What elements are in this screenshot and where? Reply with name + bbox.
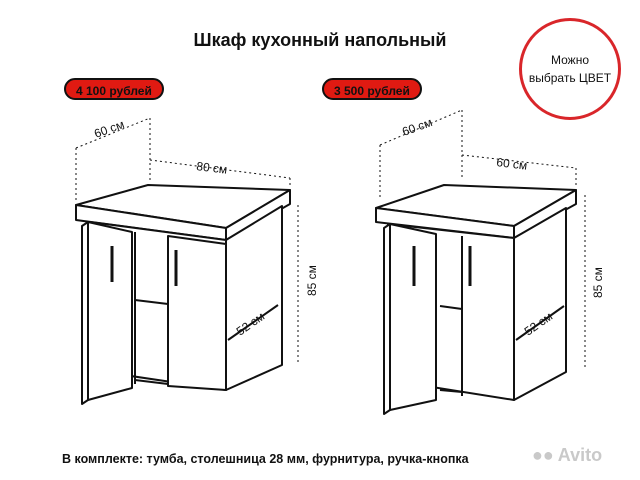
badge-line2: выбрать ЦВЕТ	[528, 71, 612, 85]
page-title: Шкаф кухонный напольный	[193, 30, 447, 50]
badge-line1: Можно	[551, 53, 589, 67]
left-height-label: 85 см	[305, 265, 319, 296]
left-depth-label: 60 см	[92, 117, 126, 141]
price-tag-left: 4 100 рублей	[64, 78, 164, 100]
left-width-label: 80 см	[196, 159, 228, 177]
price-tag-right: 3 500 рублей	[322, 78, 422, 100]
avito-watermark: ●● Avito	[532, 440, 632, 470]
right-width-label: 60 см	[496, 155, 528, 173]
avito-logo-icon: ●●	[532, 444, 554, 465]
left-cabinet-drawing	[75, 184, 291, 405]
right-cabinet-drawing	[375, 184, 577, 415]
footer-text: В комплекте: тумба, столешница 28 мм, фу…	[62, 452, 469, 466]
right-depth-label: 60 см	[400, 115, 434, 139]
color-choice-badge: Можно выбрать ЦВЕТ	[519, 18, 621, 120]
watermark-text: Avito	[557, 444, 603, 465]
right-height-label: 85 см	[591, 267, 605, 298]
